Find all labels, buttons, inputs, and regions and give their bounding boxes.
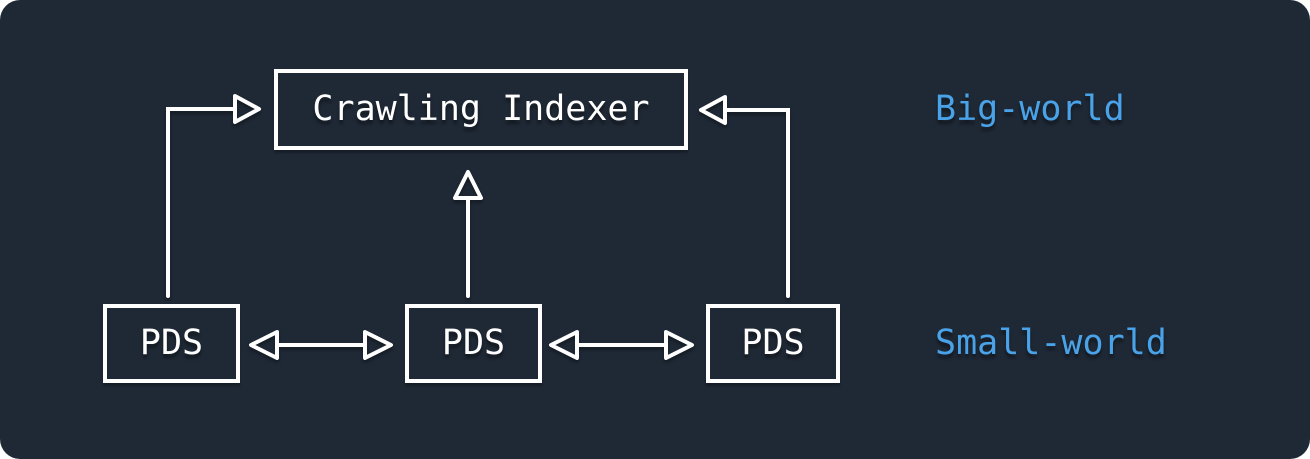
annotation-big-world: Big-world [935,69,1125,150]
edge-pds-middle-pds-right [549,330,694,360]
edge-pds-right-to-crawling-indexer [699,95,790,298]
arrowhead-left-icon [699,95,727,125]
node-crawling-indexer-label: Crawling Indexer [312,89,650,129]
node-pds-middle-label: PDS [441,323,506,363]
arrowhead-right-icon [233,94,261,124]
annotation-small-world: Small-world [935,304,1167,383]
arrowhead-up-icon [453,170,483,200]
edge-pds-left-to-crawling-indexer [166,94,261,298]
node-pds-middle: PDS [405,304,542,383]
arrowhead-left-icon [549,330,579,360]
arrowhead-right-icon [363,330,393,360]
edge-pds-middle-to-crawling-indexer [453,170,483,298]
annotation-big-world-label: Big-world [935,89,1125,129]
node-pds-left-label: PDS [139,323,204,363]
arrowhead-right-icon [664,330,694,360]
node-crawling-indexer: Crawling Indexer [274,69,688,150]
node-pds-left: PDS [103,304,240,383]
arrowhead-left-icon [249,330,279,360]
node-pds-right-label: PDS [741,323,805,363]
edge-pds-left-pds-middle [249,330,393,360]
annotation-small-world-label: Small-world [935,323,1167,363]
node-pds-right: PDS [706,304,840,383]
